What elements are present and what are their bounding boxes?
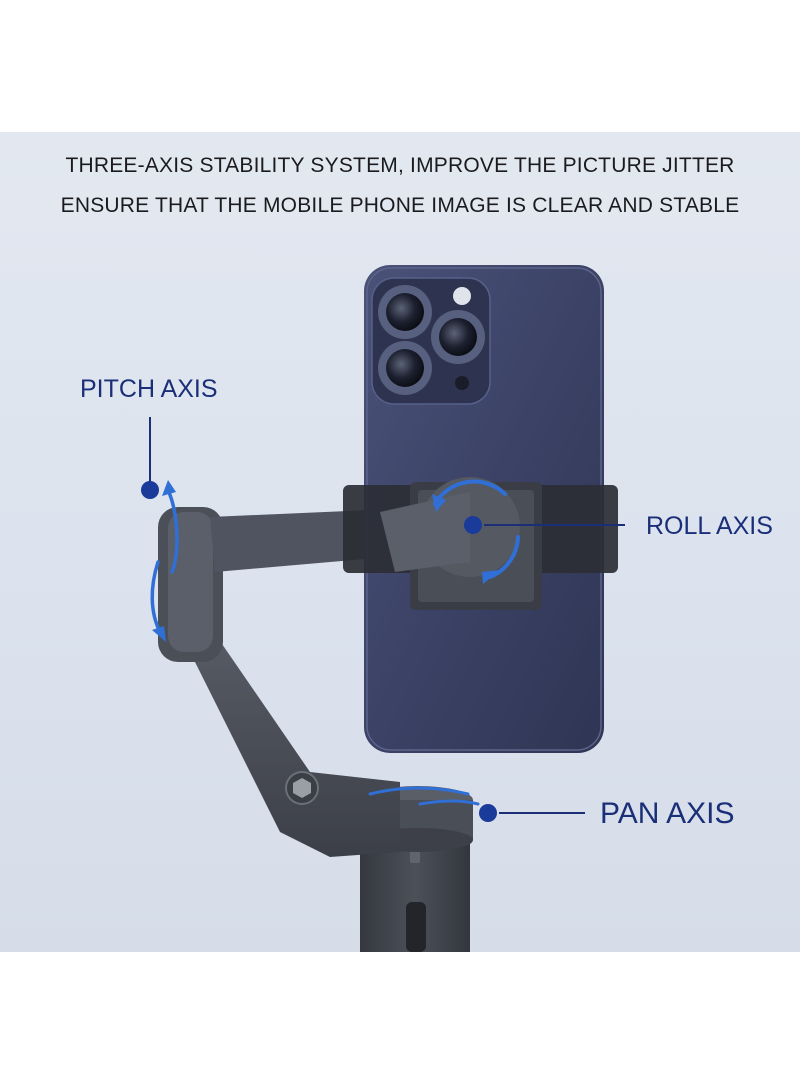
gimbal-lower-arm bbox=[180, 612, 400, 857]
roll-axis-label: ROLL AXIS bbox=[646, 512, 773, 540]
pitch-axis-marker bbox=[141, 417, 159, 499]
headline-line-1: THREE-AXIS STABILITY SYSTEM, IMPROVE THE… bbox=[65, 154, 735, 177]
pan-axis-marker bbox=[479, 804, 585, 822]
pitch-rotation-arrows bbox=[150, 480, 179, 642]
product-image-panel: THREE-AXIS STABILITY SYSTEM, IMPROVE THE… bbox=[0, 132, 800, 952]
pitch-axis-label: PITCH AXIS bbox=[80, 375, 218, 403]
pan-rotation-arrows bbox=[368, 786, 480, 806]
pitch-motor bbox=[158, 507, 223, 662]
gimbal-product-illustration bbox=[141, 265, 625, 952]
roll-axis-marker bbox=[464, 516, 625, 534]
roll-rotation-arrows bbox=[432, 479, 520, 584]
gimbal-handle bbox=[360, 822, 470, 952]
headline-line-2: ENSURE THAT THE MOBILE PHONE IMAGE IS CL… bbox=[60, 194, 740, 217]
pan-axis-label: PAN AXIS bbox=[600, 797, 735, 830]
